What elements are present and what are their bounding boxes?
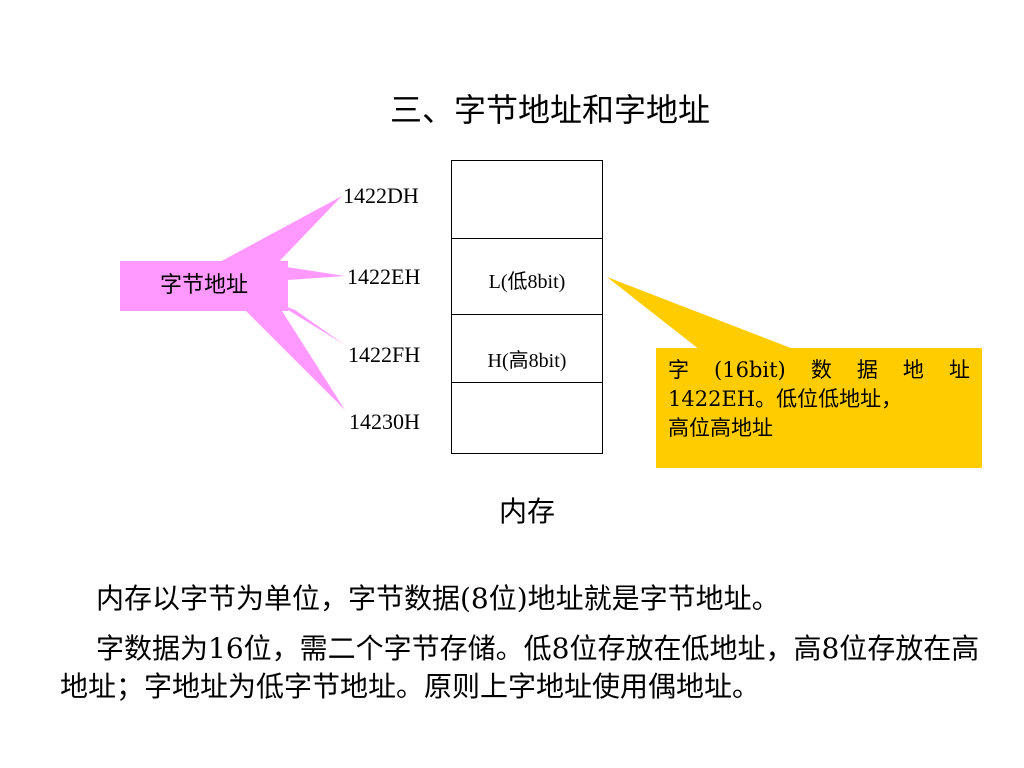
byte-callout-1422FH [275, 302, 345, 345]
paragraph-byte-address: 内存以字节为单位，字节数据(8位)地址就是字节地址。 [60, 580, 1000, 618]
address-label: 1422DH [343, 183, 419, 208]
word-address-note: 字 (16bit) 数 据 地 址 1422EH。低位低地址， 高位高地址 [656, 348, 982, 468]
cell-divider [452, 314, 602, 315]
cell-divider [452, 382, 602, 383]
word-note-token: 数 [810, 358, 832, 382]
paragraph-word-address: 字数据为16位，需二个字节存储。低8位存放在低地址，高8位存放在高地址；字地址为… [60, 630, 990, 706]
byte-callout-1422EH [280, 266, 345, 280]
memory-cell-high-byte: H(高8bit) [487, 350, 567, 372]
word-note-line-3: 高位高地址 [668, 416, 773, 440]
memory-caption: 内存 [498, 495, 555, 528]
paragraph-text: 字数据为16位，需二个字节存储。低8位存放在低地址，高8位存放在高地址；字地址为… [60, 632, 980, 703]
byte-callout-1422DH [205, 196, 342, 271]
memory-diagram: L(低8bit) H(高8bit) [451, 160, 603, 454]
word-callout [607, 277, 796, 350]
word-note-token: 据 [856, 358, 878, 382]
word-note-token: 字 [668, 358, 689, 382]
word-note-token: 地 [902, 358, 924, 382]
address-label: 1422EH [347, 264, 421, 289]
word-note-line-2: 1422EH。低位低地址， [668, 387, 903, 411]
byte-address-label: 字节地址 [120, 261, 288, 311]
address-label: 1422FH [348, 342, 421, 367]
memory-cell-low-byte: L(低8bit) [488, 271, 566, 293]
cell-divider [452, 238, 602, 239]
word-note-token: 址 [948, 358, 970, 382]
page-title: 三、字节地址和字地址 [389, 91, 710, 129]
byte-callout-14230H [240, 305, 345, 410]
word-note-token: (16bit) [714, 358, 786, 382]
word-note-line-1: 字 (16bit) 数 据 地 址 [668, 356, 970, 385]
paragraph-text: 内存以字节为单位，字节数据(8位)地址就是字节地址。 [96, 582, 780, 615]
address-label: 14230H [349, 409, 420, 434]
